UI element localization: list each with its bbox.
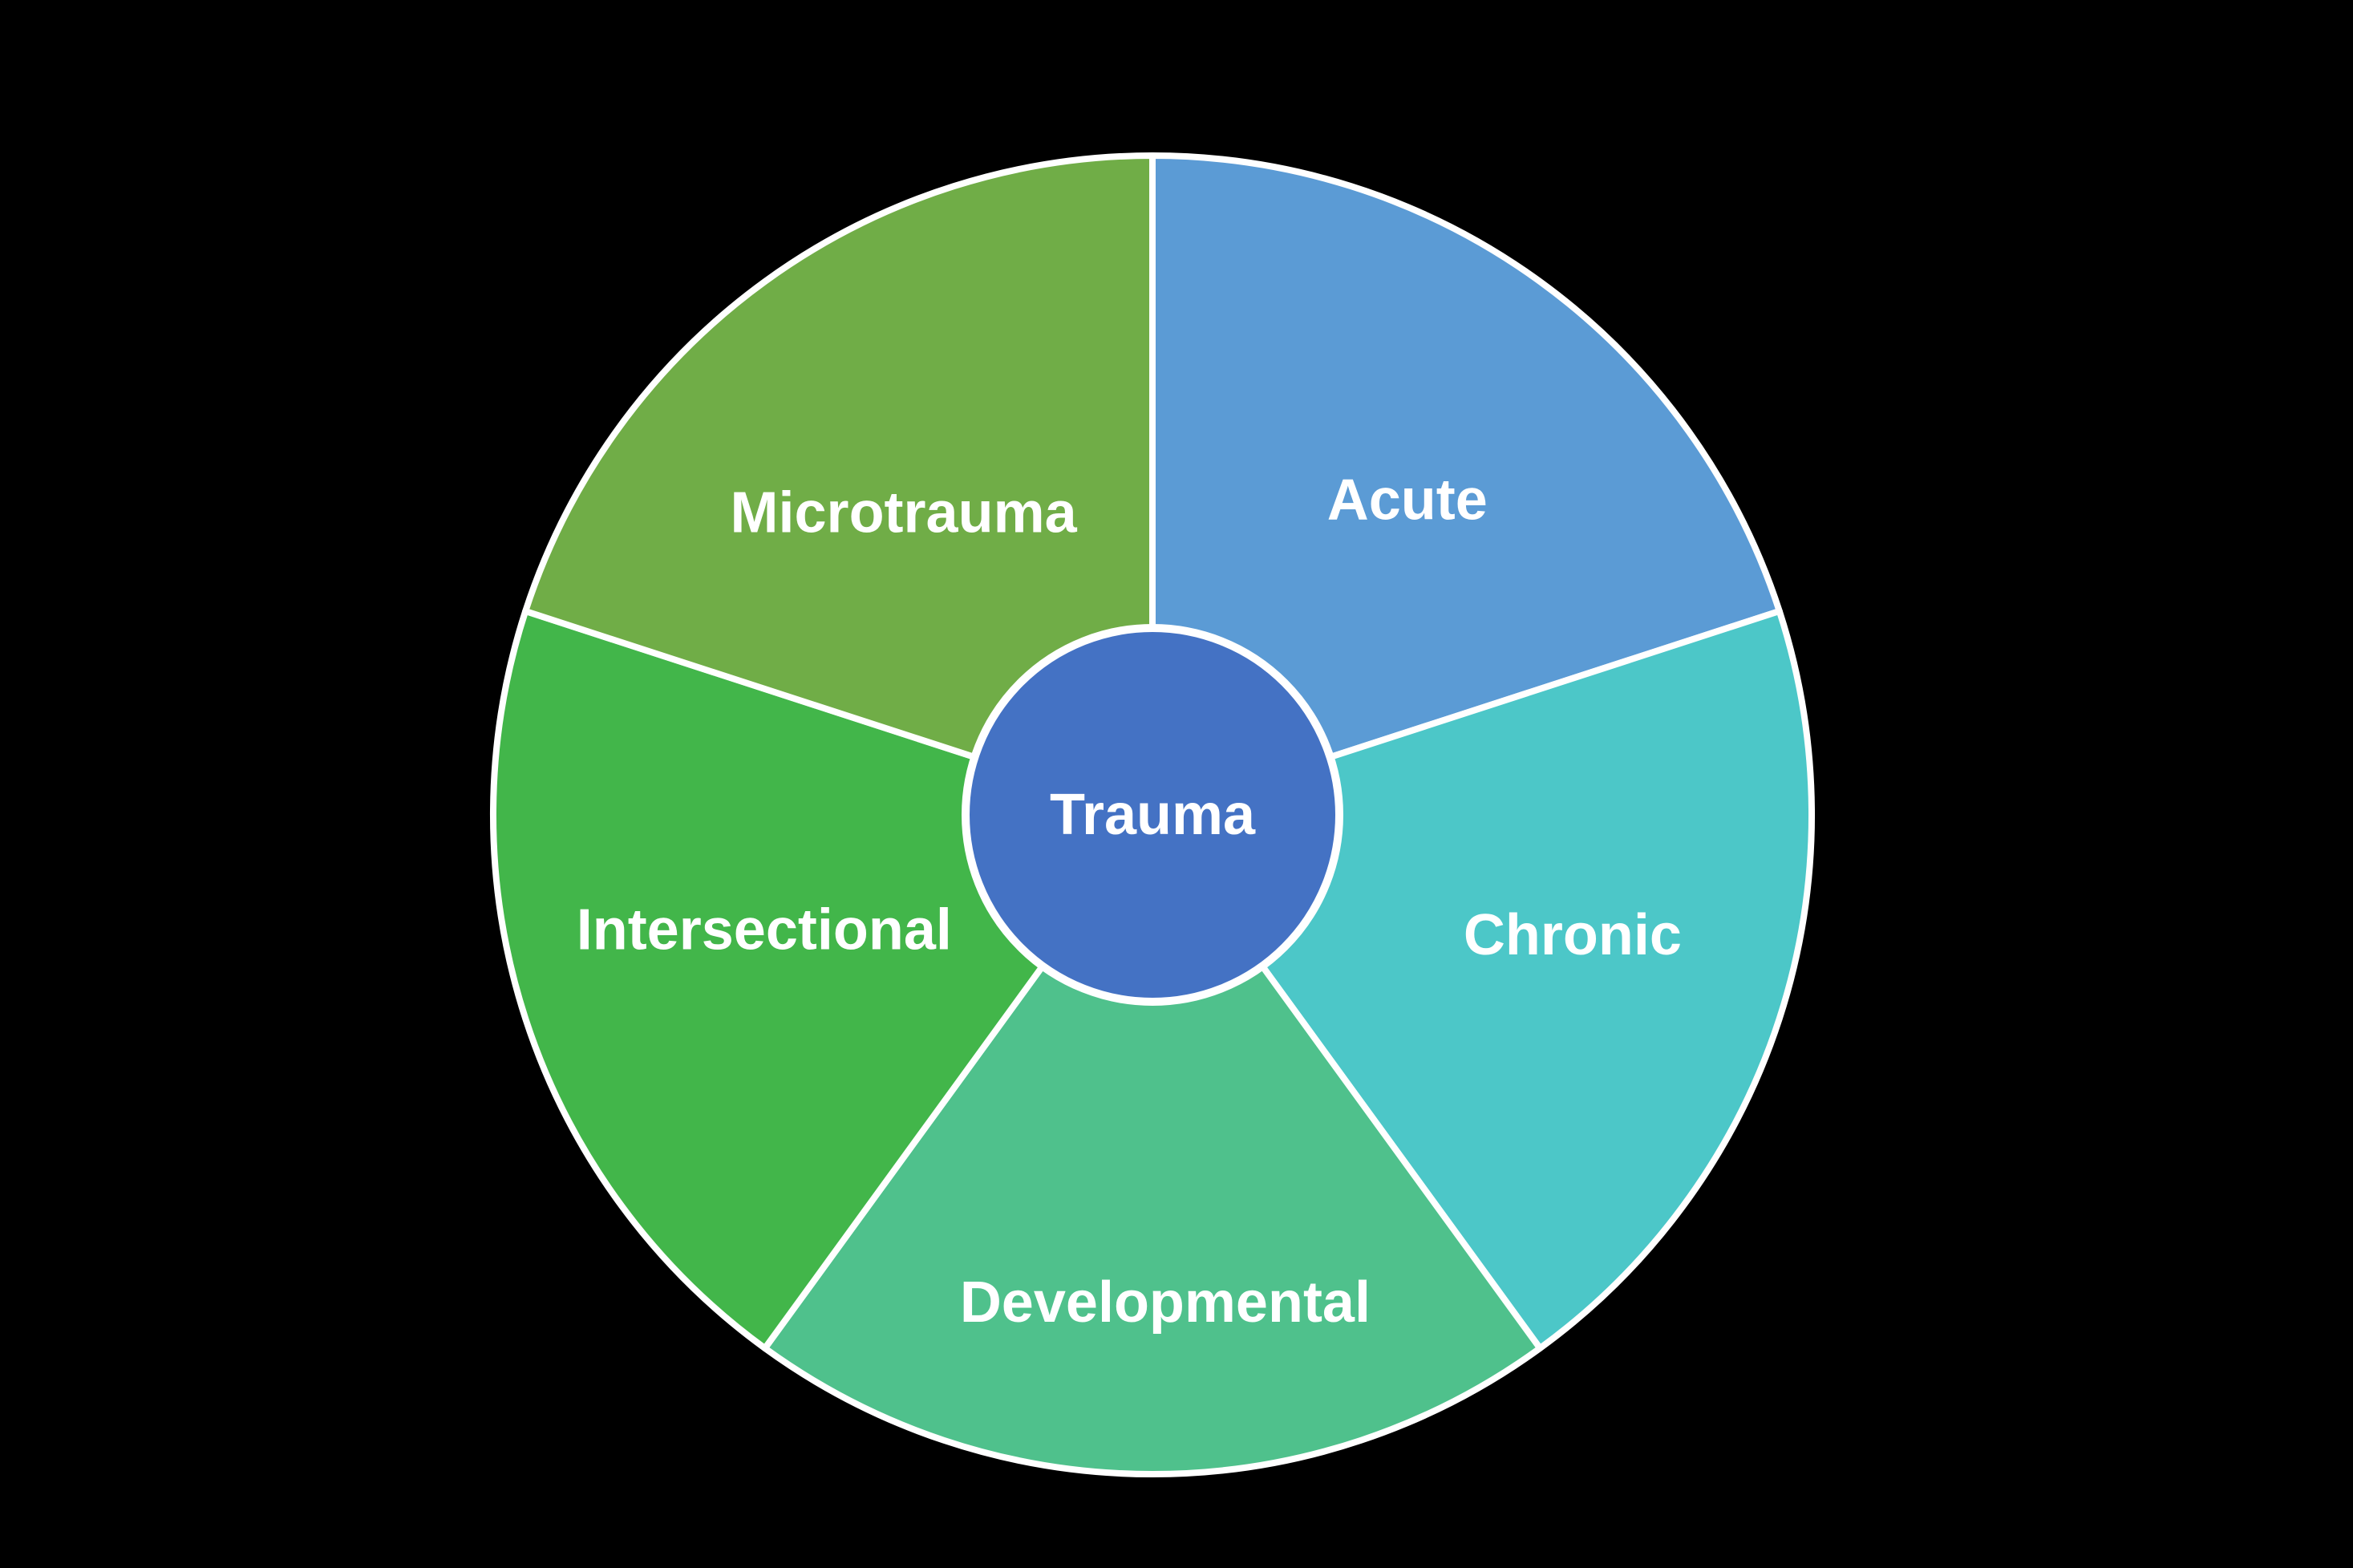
segment-acute [1149,152,1783,818]
segment-label-developmental: Developmental [960,1270,1371,1335]
segment-label-chronic: Chronic [1464,903,1682,967]
segment-microtrauma [522,152,1156,818]
wheel-labels: Acute Chronic Developmental Intersection… [577,468,1682,1335]
segment-developmental [761,812,1544,1478]
segment-label-microtrauma: Microtrauma [731,480,1078,545]
center-circle [962,624,1343,1006]
segment-label-intersectional: Intersectional [577,897,952,962]
wheel-segments [489,152,1816,1478]
segment-label-acute: Acute [1327,468,1488,533]
center-label: Trauma [1050,783,1256,847]
